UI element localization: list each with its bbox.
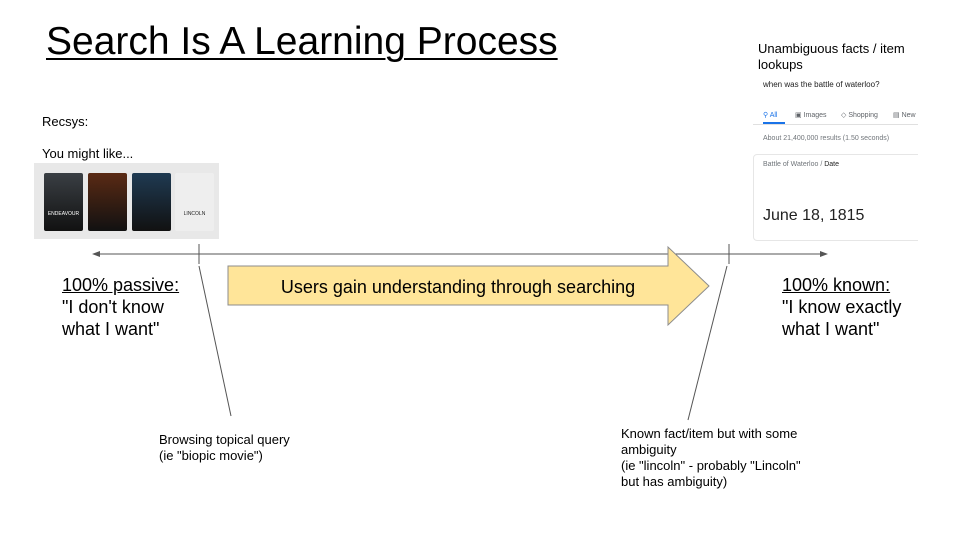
progress-arrow-label: Users gain understanding through searchi… [280,277,636,297]
browsing-annotation-example: (ie "biopic movie") [159,448,263,463]
known-annotation: Known fact/item but with some ambiguity … [621,426,821,490]
answer-panel: Battle of Waterloo / Date June 18, 1815 [753,154,918,241]
poster-caption: ENDEAVOUR [47,211,80,217]
browsing-callout-line [198,265,232,417]
tab-label: Shopping [848,112,878,119]
passive-heading: 100% passive: [62,275,180,295]
breadcrumb-topic[interactable]: Battle of Waterloo [763,161,819,168]
browsing-annotation: Browsing topical query (ie "biopic movie… [159,432,339,464]
recommendation-strip: ENDEAVOUR LINCOLN [34,163,219,239]
facts-heading: Unambiguous facts / item lookups [758,41,905,72]
tab-news[interactable]: ▤ New [893,112,916,119]
known-callout-line [687,265,728,421]
movie-poster[interactable] [132,173,171,231]
tab-images[interactable]: ▣ Images [795,112,827,119]
progress-arrow [227,245,710,327]
search-query-text[interactable]: when was the battle of waterloo? [763,80,880,89]
poster-caption: LINCOLN [183,211,206,217]
recsys-subtitle: You might like... [42,146,134,161]
known-annotation-title: Known fact/item but with some ambiguity [621,426,798,457]
movie-poster[interactable]: ENDEAVOUR [44,173,83,231]
answer-date: June 18, 1815 [763,207,865,224]
axis-left-arrowhead [92,251,100,257]
recsys-label: Recsys: [42,114,89,129]
known-annotation-example: (ie "lincoln" - probably "Lincoln" but h… [621,458,801,489]
tab-all[interactable]: ⚲ All [763,112,778,119]
known-body: "I know exactly what I want" [782,297,902,339]
active-tab-indicator [763,122,785,124]
breadcrumb-attribute: Date [824,161,840,168]
tab-label: Images [803,112,827,119]
browsing-annotation-title: Browsing topical query [159,432,290,447]
known-heading: 100% known: [782,275,891,295]
axis-right-arrowhead [820,251,828,257]
slide-title: Search Is A Learning Process [46,20,558,63]
tab-label: New [901,112,916,119]
search-result-card: when was the battle of waterloo? ⚲ All ▣… [753,72,918,242]
search-tabs: ⚲ All ▣ Images ◇ Shopping ▤ New [753,102,918,125]
result-stats: About 21,400,000 results (1.50 seconds) [763,135,890,142]
movie-poster[interactable]: LINCOLN [175,173,214,231]
tab-label: All [769,112,778,119]
passive-body: "I don't know what I want" [62,297,164,339]
movie-poster[interactable] [88,173,127,231]
answer-breadcrumb: Battle of Waterloo / Date [763,161,840,168]
tab-shopping[interactable]: ◇ Shopping [841,112,878,119]
